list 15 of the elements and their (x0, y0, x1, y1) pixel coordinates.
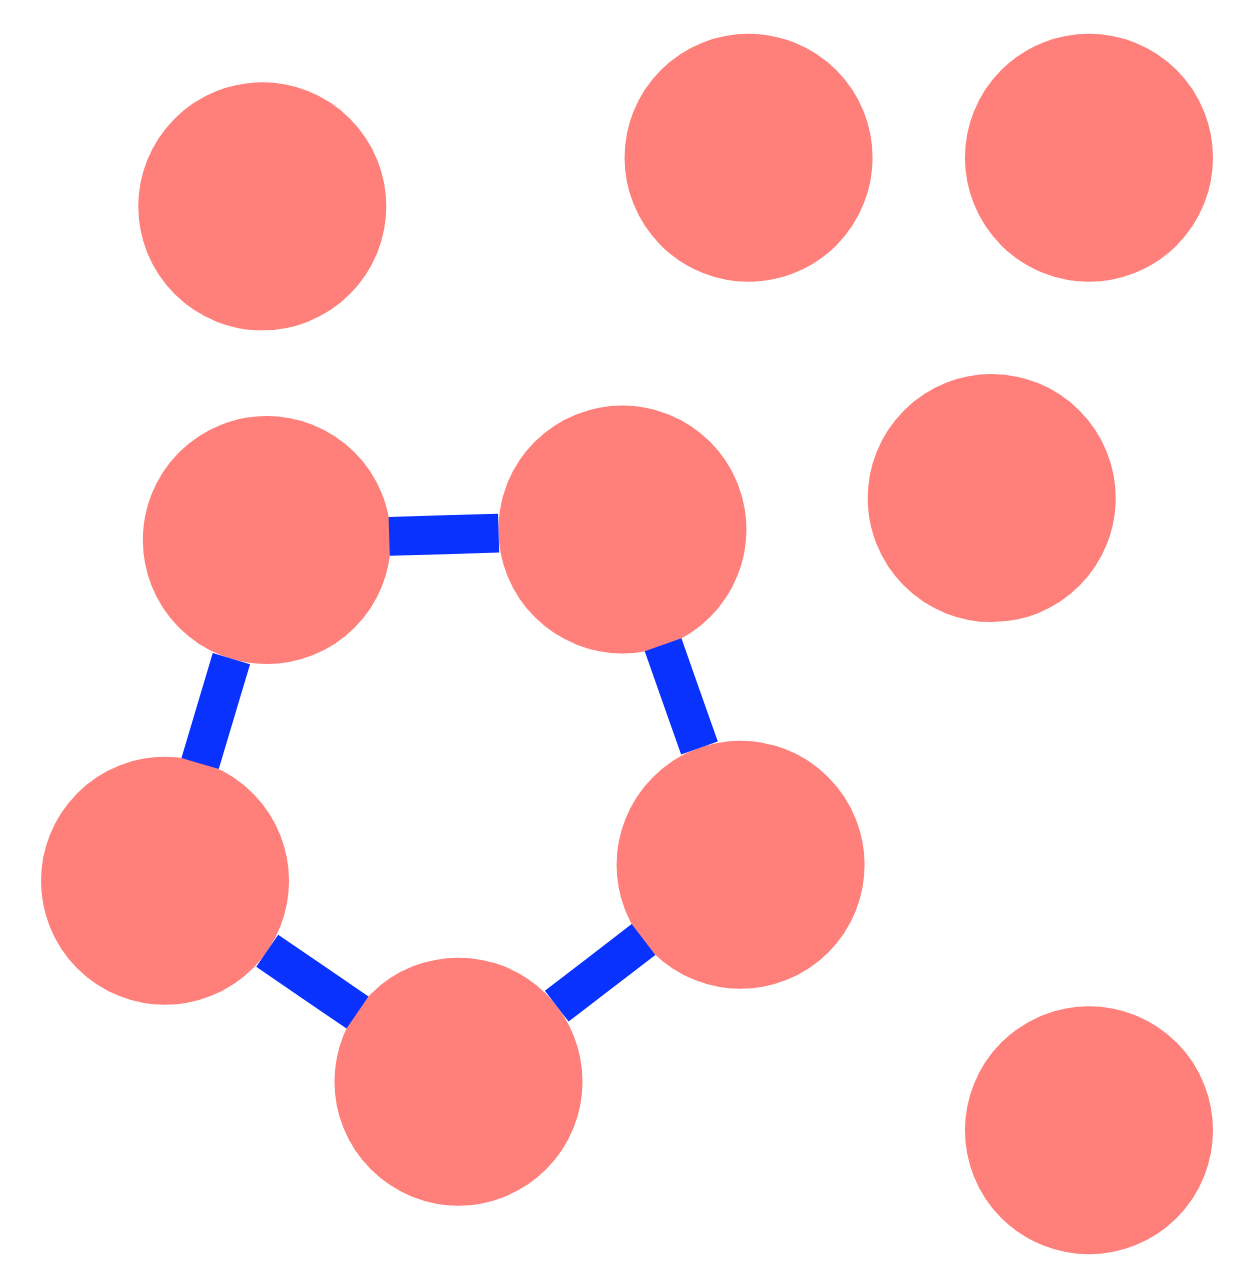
node-circle (333, 957, 582, 1206)
connector (180, 653, 250, 770)
node-circle (137, 82, 386, 331)
node-circle (623, 33, 872, 282)
node-circle (963, 1006, 1212, 1255)
connector (643, 638, 717, 755)
node-circle (963, 33, 1212, 282)
node-circle (866, 374, 1115, 623)
node-circle (615, 740, 864, 989)
connector (255, 934, 368, 1029)
node-circle (141, 416, 390, 664)
connector (387, 513, 499, 556)
node-circle (40, 756, 289, 1005)
connector (543, 924, 655, 1022)
node-circle (497, 405, 746, 654)
